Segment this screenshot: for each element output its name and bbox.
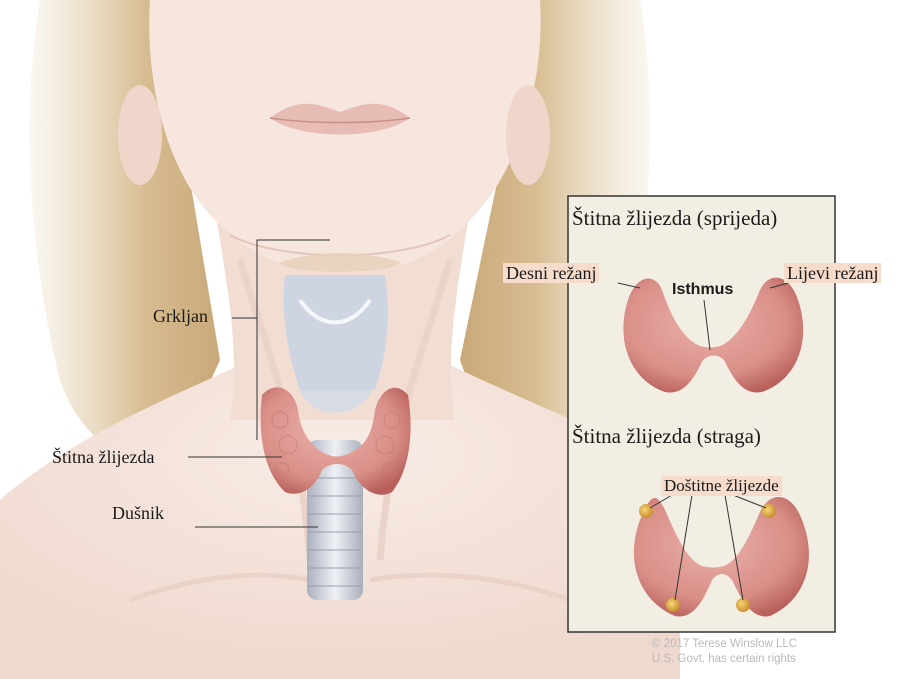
copyright-line-2: U.S. Govt. has certain rights — [652, 652, 796, 666]
parathyroid-gland — [736, 598, 750, 612]
left-lobe-label: Lijevi režanj — [784, 263, 881, 283]
parathyroid-label: Doštitne žlijezde — [661, 476, 782, 496]
front-view-title: Štitna žlijezda (sprijeda) — [572, 208, 777, 228]
isthmus-label: Isthmus — [672, 280, 733, 300]
parathyroid-gland — [666, 598, 680, 612]
larynx-label: Grkljan — [153, 306, 208, 326]
back-view-title: Štitna žlijezda (straga) — [572, 426, 761, 446]
thyroid-label: Štitna žlijezda — [52, 447, 154, 467]
parathyroid-gland — [762, 504, 776, 518]
parathyroid-gland — [639, 504, 653, 518]
trachea-label: Dušnik — [112, 503, 164, 523]
right-lobe-label: Desni režanj — [503, 263, 599, 283]
copyright-line-1: © 2017 Terese Winslow LLC — [652, 637, 797, 651]
larynx — [284, 275, 388, 390]
